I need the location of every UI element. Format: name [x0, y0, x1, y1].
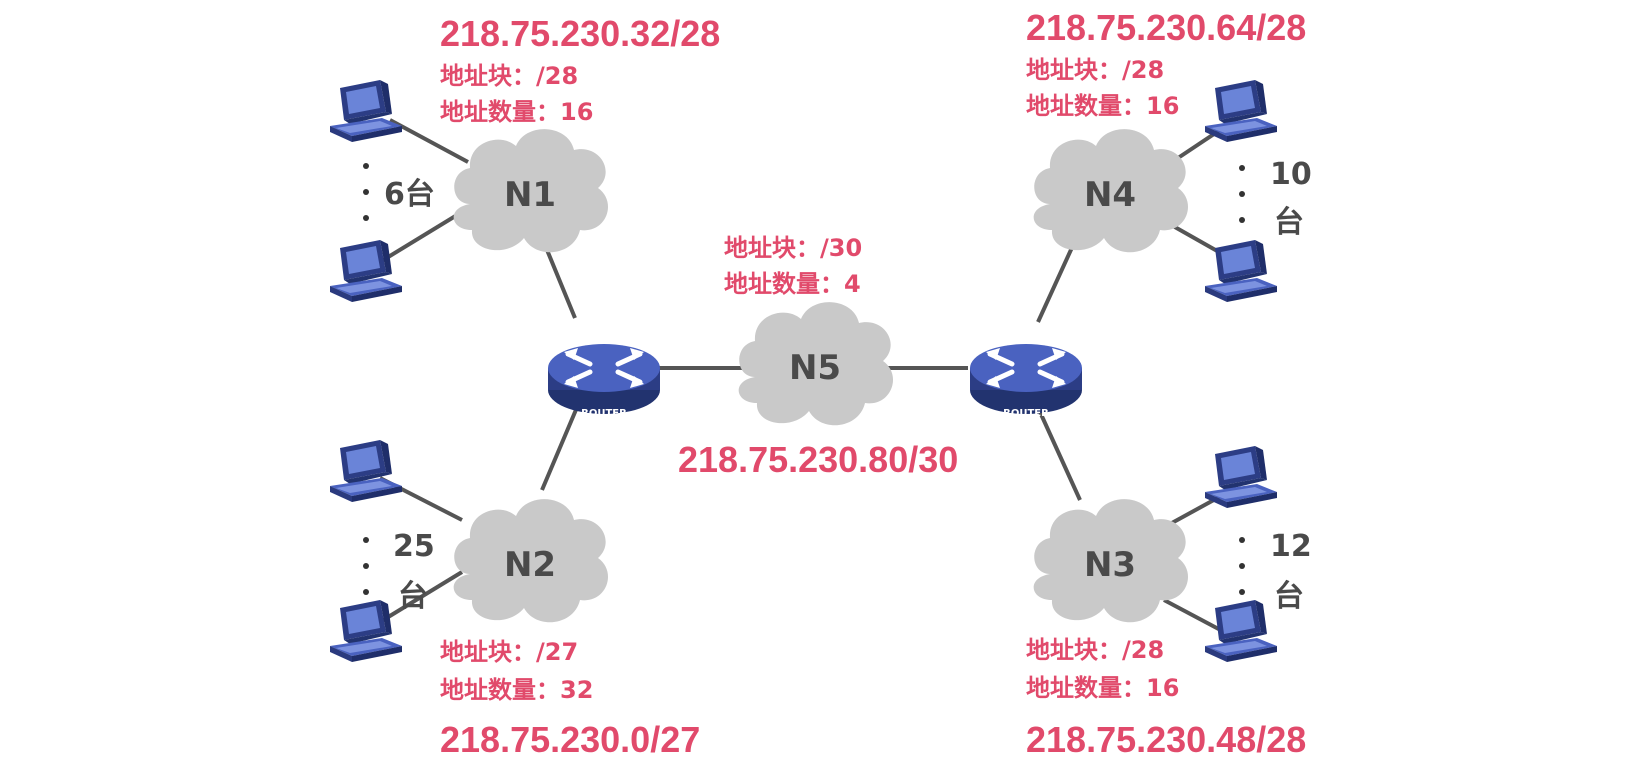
computer-icon	[330, 80, 402, 142]
cloud-n1: N1	[453, 129, 609, 253]
ellipsis-n2	[363, 537, 369, 595]
cloud-n4-label: N4	[1084, 175, 1136, 215]
cloud-n5: N5	[738, 302, 894, 426]
n1-host-count: 6台	[384, 177, 435, 212]
ellipsis-n1	[363, 163, 369, 221]
n4-address-count: 地址数量：16	[1026, 92, 1179, 120]
n4-ip-prefix: 218.75.230.64/28	[1026, 7, 1306, 48]
cloud-n1-label: N1	[504, 175, 556, 215]
computer-icon	[1205, 600, 1277, 662]
n4-host-count-unit: 台	[1274, 205, 1304, 240]
n4-address-block: 地址块：/28	[1026, 56, 1164, 84]
link-pc-n2-bottom	[378, 570, 464, 624]
n3-address-block: 地址块：/28	[1026, 636, 1164, 664]
n2-address-block: 地址块：/27	[440, 638, 578, 666]
link-n3-pc-bottom	[1163, 598, 1229, 636]
n3-address-count: 地址数量：16	[1026, 674, 1179, 702]
computer-icon	[330, 440, 402, 502]
link-router-right-n3	[1038, 411, 1082, 501]
link-pc-n1-bottom	[378, 210, 464, 264]
router-left-label: ROUTER	[581, 408, 627, 419]
n2-host-count-unit: 台	[398, 579, 428, 614]
cloud-n5-label: N5	[789, 348, 841, 388]
link-pc-n1-top	[389, 118, 469, 164]
n1-ip-prefix: 218.75.230.32/28	[440, 13, 720, 54]
n3-host-count-number: 12	[1270, 529, 1312, 564]
n3-ip-prefix: 218.75.230.48/28	[1026, 719, 1306, 760]
router-left: ROUTER	[548, 344, 660, 419]
n1-address-count: 地址数量：16	[440, 98, 593, 126]
computer-icon	[1205, 240, 1277, 302]
cloud-n2-label: N2	[504, 545, 556, 585]
n5-address-block: 地址块：/30	[724, 234, 862, 262]
link-router-left-n2	[540, 404, 580, 491]
n2-ip-prefix: 218.75.230.0/27	[440, 719, 700, 760]
ellipsis-n4	[1239, 165, 1245, 223]
n4-host-count-number: 10	[1270, 157, 1312, 192]
router-right: ROUTER	[970, 344, 1082, 419]
computer-icon	[1205, 80, 1277, 142]
n3-host-count-unit: 台	[1274, 579, 1304, 614]
n5-ip-prefix: 218.75.230.80/30	[678, 439, 958, 480]
cloud-n2: N2	[453, 499, 609, 623]
ellipsis-n3	[1239, 537, 1245, 595]
n2-host-count-number: 25	[393, 529, 435, 564]
cloud-n3: N3	[1033, 499, 1189, 623]
computer-icon	[330, 600, 402, 662]
cloud-n4: N4	[1033, 129, 1189, 253]
router-right-label: ROUTER	[1003, 408, 1049, 419]
cloud-n3-label: N3	[1084, 545, 1136, 585]
computer-icon	[1205, 446, 1277, 508]
n1-address-block: 地址块：/28	[440, 62, 578, 90]
n2-address-count: 地址数量：32	[440, 676, 593, 704]
computer-icon	[330, 240, 402, 302]
n5-address-count: 地址数量：4	[724, 270, 861, 298]
